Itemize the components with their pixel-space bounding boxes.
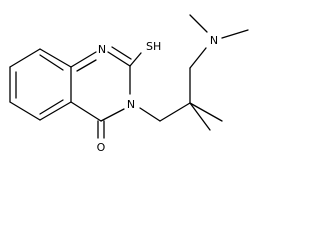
- molecule-structure: SH N N O N: [9, 14, 249, 154]
- ring-nitrogen-top-label: N: [98, 43, 106, 56]
- carbonyl-oxygen-label: O: [97, 141, 106, 154]
- atom-labels: SH N N O N: [97, 34, 218, 154]
- ring-nitrogen-mid-label: N: [127, 98, 135, 111]
- amine-nitrogen-label: N: [210, 34, 218, 47]
- thiol-group: [129, 52, 142, 67]
- benzene-ring: [9, 48, 72, 121]
- thiol-sh-label: SH: [146, 40, 161, 53]
- carbonyl-group: [97, 120, 105, 139]
- pyrimidinone-ring: [70, 46, 132, 122]
- side-chain: [139, 14, 249, 131]
